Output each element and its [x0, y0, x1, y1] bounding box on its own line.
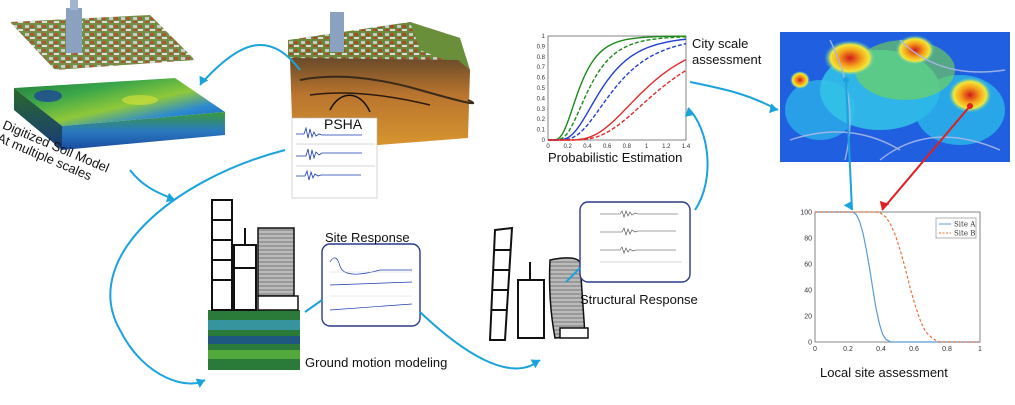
fragility-ytick: 0.5 — [537, 86, 546, 92]
local-ytick: 80 — [804, 236, 812, 243]
city-label-line1: City scale — [692, 36, 749, 51]
arrow-ground-to-structural — [419, 311, 541, 370]
city-heatmap — [780, 32, 1010, 162]
arrow-structural-to-prob — [687, 107, 709, 211]
psha-label: PSHA — [324, 116, 363, 132]
local-chart-legend: Site A Site B — [935, 217, 977, 239]
seismogram-stack — [291, 117, 378, 199]
arrow-site-b-to-chart — [881, 105, 971, 211]
fragility-ytick: 0.4 — [537, 96, 546, 102]
structural-timehistory-panel — [579, 201, 691, 283]
local-xtick: 0.8 — [942, 346, 952, 353]
fragility-xtick: 1.2 — [662, 144, 671, 150]
arrow-site-a-to-chart — [845, 79, 853, 211]
fragility-ytick: 0.8 — [537, 55, 546, 61]
local-site-label: Local site assessment — [820, 365, 948, 380]
arrowhead-1 — [199, 75, 209, 85]
arrow-panel-to-ground — [304, 299, 323, 313]
fragility-series-4 — [548, 43, 687, 141]
ground-buildings-graphic — [208, 199, 300, 370]
hatched-building — [257, 227, 295, 297]
city-assessment-label: City scale assessment — [692, 36, 761, 68]
probabilistic-label: Probabilistic Estimation — [548, 150, 683, 165]
fragility-ytick: 0 — [542, 138, 546, 144]
arrowhead-7 — [843, 200, 853, 210]
local-xtick: 1 — [978, 346, 982, 353]
arrowhead-3 — [195, 378, 205, 388]
structural-response-label: Structural Response — [580, 292, 698, 307]
local-ytick: 0 — [808, 340, 812, 347]
local-ytick: 100 — [800, 210, 812, 217]
swaying-building-middle — [517, 279, 545, 339]
arrowhead-2 — [165, 192, 175, 203]
arrow-seismograms-to-ground — [109, 149, 286, 385]
local-xtick: 0.6 — [909, 346, 919, 353]
arrow-panel-to-structural — [565, 267, 581, 283]
fragility-xtick: 0.4 — [583, 144, 592, 150]
tall-building-left — [211, 199, 233, 311]
ground-motion-label: Ground motion modeling — [305, 355, 448, 370]
fragility-series-1 — [548, 35, 686, 141]
connector-arrows — [109, 43, 971, 385]
local-ytick: 60 — [804, 262, 812, 269]
fragility-ytick: 0.1 — [537, 128, 546, 134]
fragility-xtick: 1.4 — [682, 144, 691, 150]
legend-site-a: Site A — [954, 221, 976, 229]
fragility-ytick: 0.3 — [537, 107, 546, 113]
fragility-xtick: 0 — [546, 144, 550, 150]
local-series-site-a — [815, 211, 980, 343]
middle-building — [233, 244, 257, 311]
arrowhead-6 — [769, 103, 778, 114]
fragility-ytick: 0.7 — [537, 65, 546, 71]
fragility-ytick: 0.6 — [537, 76, 546, 82]
fragility-plot-area — [547, 35, 687, 141]
structural-buildings-graphic — [488, 226, 589, 341]
fragility-series-2 — [548, 36, 687, 141]
swaying-building-left — [488, 226, 514, 341]
legend-site-b: Site B — [954, 230, 975, 238]
fragility-series-5 — [548, 58, 687, 141]
fragility-ytick: 1 — [542, 34, 546, 40]
arrow-prob-to-city — [689, 81, 779, 111]
arrowhead-8 — [879, 200, 890, 210]
fragility-xtick: 0.2 — [564, 144, 573, 150]
local-xtick: 0.4 — [876, 346, 886, 353]
local-ytick: 20 — [804, 314, 812, 321]
city-label-line2: assessment — [692, 52, 762, 67]
local-xtick: 0.2 — [843, 346, 853, 353]
local-series-site-b — [815, 211, 980, 343]
fragility-ytick: 0.2 — [537, 117, 546, 123]
fragility-xtick: 0.6 — [603, 144, 612, 150]
local-ytick: 40 — [804, 288, 812, 295]
fragility-ytick: 0.9 — [537, 44, 546, 50]
fragility-series-6 — [548, 69, 687, 141]
arrowhead-5 — [684, 108, 695, 117]
soil-model-graphic — [10, 0, 225, 150]
arrow-psha-to-soil — [199, 43, 301, 86]
site-response-panel — [321, 243, 421, 327]
local-site-chart: 0 0.2 0.4 0.6 0.8 1 0 20 40 60 80 100 Site A Site B — [800, 210, 982, 354]
fragility-xtick: 1 — [645, 144, 649, 150]
fragility-series-3 — [548, 38, 687, 141]
arrowhead-4 — [530, 359, 540, 369]
fragility-chart: 0 0.2 0.4 0.6 0.8 1 1.2 1.4 0 0.1 0.2 0.3 0.4 0.5 0.6 0… — [537, 34, 691, 150]
local-xtick: 0 — [813, 346, 817, 353]
site-response-label: Site Response — [325, 230, 410, 245]
fragility-xtick: 0.8 — [623, 144, 632, 150]
